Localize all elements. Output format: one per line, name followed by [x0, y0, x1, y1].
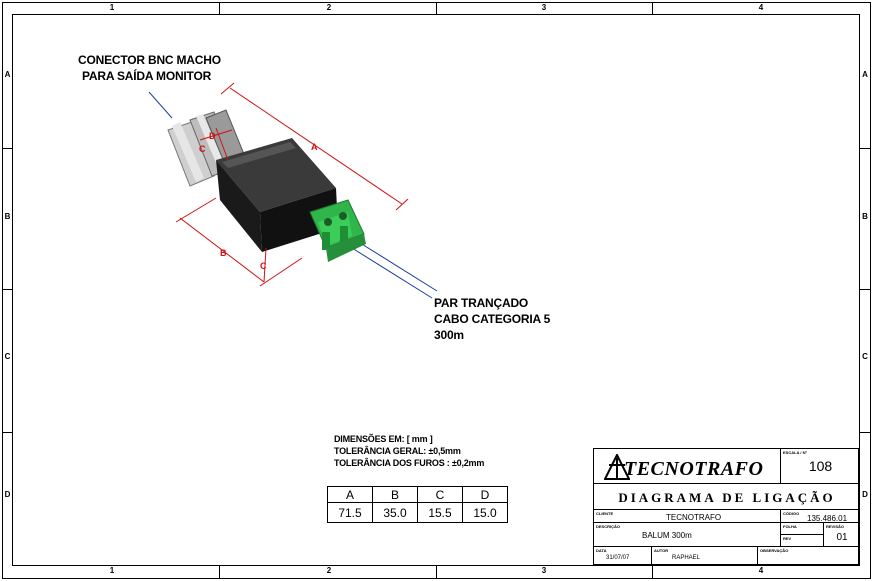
- dimension-b-line: [179, 217, 265, 283]
- dimension-label-d: D: [209, 131, 216, 141]
- cable-leader-line: [356, 240, 438, 292]
- sheet2-label: FOLHA: [783, 524, 797, 529]
- cable-leader-line: [351, 247, 433, 299]
- revision-cell: REVISÃO 01: [823, 522, 859, 547]
- zone-col-2-top: 2: [326, 3, 332, 12]
- code-cell: CÓDIGO 135.486.01: [780, 509, 859, 523]
- date-value: 31/07/07: [606, 555, 630, 561]
- zone-row-d-right: D: [862, 490, 868, 499]
- dimension-c-line: [263, 247, 267, 283]
- cable-callout-line3: 300m: [434, 328, 464, 342]
- zone-divider: [2, 289, 12, 290]
- zone-row-a-right: A: [862, 70, 868, 79]
- zone-divider: [2, 148, 12, 149]
- sheet-number-value: 108: [808, 458, 833, 474]
- description-value: BALUM 300m: [642, 531, 692, 540]
- revision-label: REVISÃO: [826, 524, 845, 529]
- zone-col-2-bottom: 2: [326, 566, 332, 575]
- dimensions-header-cell: D: [462, 486, 508, 503]
- code-value: 135.486.01: [807, 514, 848, 523]
- author-label: AUTOR: [654, 548, 669, 553]
- cable-callout-line1: PAR TRANÇADO: [434, 296, 529, 310]
- author-value: RAPHAEL: [672, 555, 701, 561]
- description-cell: DESCRIÇÃO BALUM 300m: [593, 522, 781, 547]
- zone-row-c-left: C: [4, 352, 11, 361]
- rev-label: REV: [783, 536, 792, 541]
- dimensions-table: A B C D 71.5 35.0 15.5 15.0: [327, 486, 508, 523]
- tecnotrafo-logo-icon: [604, 454, 630, 480]
- zone-divider: [860, 432, 871, 433]
- sheet-number-cell: ESCALA / Nº 108: [780, 448, 859, 484]
- title-block: TECNOTRAFO ESCALA / Nº 108 DIAGRAMA DE L…: [593, 448, 859, 565]
- balun-body: [216, 138, 338, 252]
- zone-col-4-top: 4: [758, 3, 764, 12]
- client-cell: CLIENTE TECNOTRAFO: [593, 509, 781, 523]
- zone-divider: [2, 432, 12, 433]
- zone-row-a-left: A: [4, 70, 11, 79]
- dimension-a-line: [229, 87, 403, 205]
- client-value: TECNOTRAFO: [666, 513, 722, 522]
- zone-col-3-bottom: 3: [541, 566, 547, 575]
- dimension-label-a: A: [311, 142, 318, 152]
- sheet-number-label: ESCALA / Nº: [783, 450, 807, 455]
- zone-row-b-right: B: [862, 212, 868, 221]
- dimensions-value-cell: 35.0: [372, 502, 418, 523]
- title-block-logo-cell: TECNOTRAFO: [593, 448, 781, 484]
- description-label: DESCRIÇÃO: [596, 524, 621, 529]
- code-label: CÓDIGO: [783, 511, 800, 516]
- author-cell: AUTOR RAPHAEL: [651, 546, 758, 565]
- date-label: DATA: [596, 548, 607, 553]
- zone-divider: [652, 2, 653, 14]
- notes-label: OBSERVAÇÃO: [760, 548, 789, 553]
- zone-divider: [652, 566, 653, 579]
- company-logo-text: TECNOTRAFO: [624, 458, 764, 480]
- dimensions-value-cell: 15.0: [462, 502, 508, 523]
- zone-col-4-bottom: 4: [758, 566, 764, 575]
- general-tolerance-note: TOLERÂNCIA GERAL: ±0,5mm: [334, 446, 461, 456]
- zone-col-1-bottom: 1: [109, 566, 115, 575]
- connector-callout-line2: PARA SAÍDA MONITOR: [82, 69, 212, 83]
- drawing-inner-frame: [12, 14, 860, 566]
- dimensions-header-cell: C: [417, 486, 463, 503]
- zone-col-3-top: 3: [541, 3, 547, 12]
- dimension-label-c-small: C: [199, 144, 206, 154]
- zone-divider: [436, 2, 437, 14]
- dimensions-value-cell: 15.5: [417, 502, 463, 523]
- dimensions-table-value-row: 71.5 35.0 15.5 15.0: [327, 502, 508, 523]
- zone-row-d-left: D: [4, 490, 11, 499]
- date-cell: DATA 31/07/07: [593, 546, 652, 565]
- cable-callout-line2: CABO CATEGORIA 5: [434, 312, 551, 326]
- drawing-title: DIAGRAMA DE LIGAÇÃO: [618, 490, 836, 505]
- client-label: CLIENTE: [596, 511, 614, 516]
- dimension-label-b: B: [220, 248, 227, 258]
- drawing-title-cell: DIAGRAMA DE LIGAÇÃO: [593, 483, 859, 510]
- dimension-lines: [175, 82, 409, 287]
- revision-value: 01: [836, 532, 848, 543]
- bnc-leader-line: [148, 91, 173, 119]
- dimensions-header-cell: B: [372, 486, 418, 503]
- connector-callout-line1: CONECTOR BNC MACHO: [78, 53, 221, 67]
- terminal-block: [309, 199, 366, 262]
- zone-col-1-top: 1: [109, 3, 115, 12]
- dimensions-value-cell: 71.5: [327, 502, 373, 523]
- dimensions-header-cell: A: [327, 486, 373, 503]
- dimensions-table-header-row: A B C D: [327, 486, 508, 503]
- zone-divider: [436, 566, 437, 579]
- zone-row-c-right: C: [862, 352, 868, 361]
- zone-divider: [860, 148, 871, 149]
- units-note: DIMENSÕES EM: [ mm ]: [334, 434, 433, 444]
- zone-divider: [860, 289, 871, 290]
- dimension-label-c: C: [260, 261, 267, 271]
- zone-divider: [219, 2, 220, 14]
- dimension-d-line: [215, 127, 229, 161]
- zone-row-b-left: B: [4, 212, 11, 221]
- hole-tolerance-note: TOLERÂNCIA DOS FUROS : ±0,2mm: [334, 458, 485, 468]
- zone-divider: [219, 566, 220, 579]
- notes-cell: OBSERVAÇÃO: [757, 546, 859, 565]
